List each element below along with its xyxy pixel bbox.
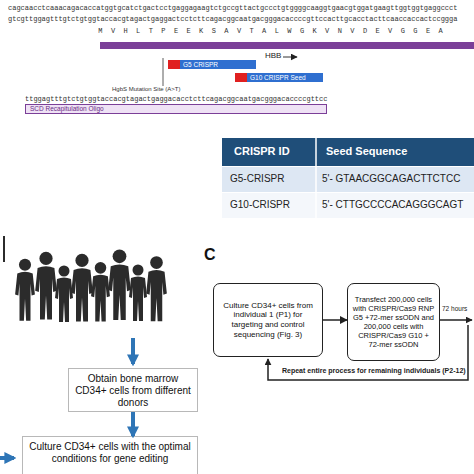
flow-arrow xyxy=(131,412,135,436)
flow-arrow xyxy=(0,456,14,460)
pam-mark xyxy=(168,60,180,69)
table-row xyxy=(222,193,474,218)
table-cell: 5'- GTAACGGCAGACTTCTCC xyxy=(322,173,460,185)
gene-bar: HBB xyxy=(100,42,474,62)
panel-letter: C xyxy=(204,246,216,264)
gene-direction-arrow xyxy=(283,57,297,58)
table-header-cell: Seed Sequence xyxy=(326,145,407,158)
step-label: 72 hours xyxy=(442,305,467,312)
node-text: Obtain bone marrow CD34+ cells from diff… xyxy=(74,373,192,409)
table-cell: G5-CRISPR xyxy=(230,173,284,185)
dna-sequence: cagcaacctcaaacagacaccatggtgcatctgactcctg… xyxy=(8,4,457,12)
node-text: G5 CRISPR xyxy=(183,60,218,69)
process-box: Culture CD34+ cells from individual 1 (P… xyxy=(213,283,323,357)
node-text: HBB xyxy=(265,51,281,60)
table-header-cell: CRISPR ID xyxy=(234,145,290,158)
mutation-marker xyxy=(163,58,164,86)
table-cell: 5'- CTTGCCCCACAGGGCAGT xyxy=(322,199,463,211)
flow-arrow xyxy=(131,338,135,364)
guide-bar: G5 CRISPR xyxy=(168,60,256,69)
table-header xyxy=(222,138,474,166)
loop-label: Repeat entire process for remaining indi… xyxy=(282,367,466,375)
panel-edge xyxy=(3,236,5,262)
flow-arrow xyxy=(440,319,472,321)
flow-arrow xyxy=(323,319,347,321)
table-cell: G10-CRISPR xyxy=(230,199,290,211)
amino-acid-sequence: MVHLTPEEKSAVTALWGKVNVDEVGGEA xyxy=(98,27,451,35)
guide-bar: G10 CRISPR Seed xyxy=(235,73,323,82)
gene-bar-fill xyxy=(100,42,474,49)
dna-sequence: gtcgttggagtttgtctgtggtaccacgtagactgaggac… xyxy=(8,15,457,23)
oligo-bar: SCD Recapitulation Oligo xyxy=(25,104,327,114)
donor-silhouettes xyxy=(15,249,167,322)
process-box: Culture CD34+ cells with the optimal con… xyxy=(22,436,198,474)
table-row xyxy=(222,167,474,192)
node-text: Transfect 200,000 cells with CRISPR/Cas9… xyxy=(352,295,435,349)
table-divider xyxy=(315,138,317,218)
oligo-sequence: ttggagtttgtctgtggtaccacgtagactgaggacacct… xyxy=(25,95,327,103)
seed-table xyxy=(222,138,474,218)
pam-mark xyxy=(235,73,247,82)
node-text: G10 CRISPR Seed xyxy=(250,73,306,82)
node-text: Culture CD34+ cells from individual 1 (P… xyxy=(218,301,318,339)
site-label: HgbS Mutation Site (A>T) xyxy=(112,86,181,93)
node-text: Culture CD34+ cells with the optimal con… xyxy=(28,441,192,465)
process-box: Transfect 200,000 cells with CRISPR/Cas9… xyxy=(347,283,440,361)
process-box: Obtain bone marrow CD34+ cells from diff… xyxy=(68,368,198,412)
node-text: SCD Recapitulation Oligo xyxy=(30,105,104,113)
